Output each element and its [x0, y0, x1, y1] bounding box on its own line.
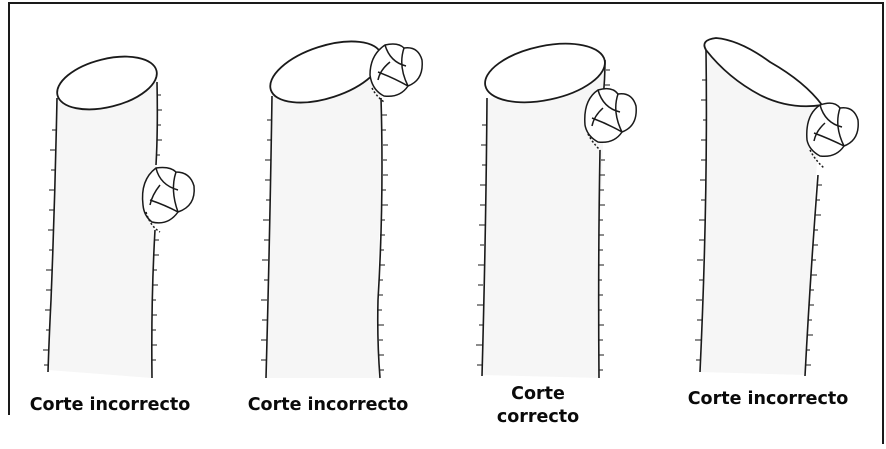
stem-4-bud: [807, 103, 858, 168]
caption-figure-3-line-1: Corte: [458, 383, 618, 406]
caption-figure-2-line-1: Corte incorrecto: [228, 394, 428, 417]
caption-figure-1: Corte incorrecto: [10, 394, 210, 417]
caption-figure-4: Corte incorrecto: [668, 388, 868, 411]
stem-1-body: [48, 80, 157, 378]
caption-figure-4-line-1: Corte incorrecto: [668, 388, 868, 411]
stem-1: [43, 47, 194, 378]
stem-3: [476, 34, 636, 378]
caption-figure-3-line-2: correcto: [458, 406, 618, 429]
stem-2: [261, 29, 422, 378]
caption-figure-2: Corte incorrecto: [228, 394, 428, 417]
caption-figure-3: Corte correcto: [458, 383, 618, 429]
caption-figure-1-line-1: Corte incorrecto: [10, 394, 210, 417]
stem-3-bud: [585, 89, 636, 150]
stem-4: [695, 38, 858, 376]
stem-2-body: [267, 68, 383, 378]
